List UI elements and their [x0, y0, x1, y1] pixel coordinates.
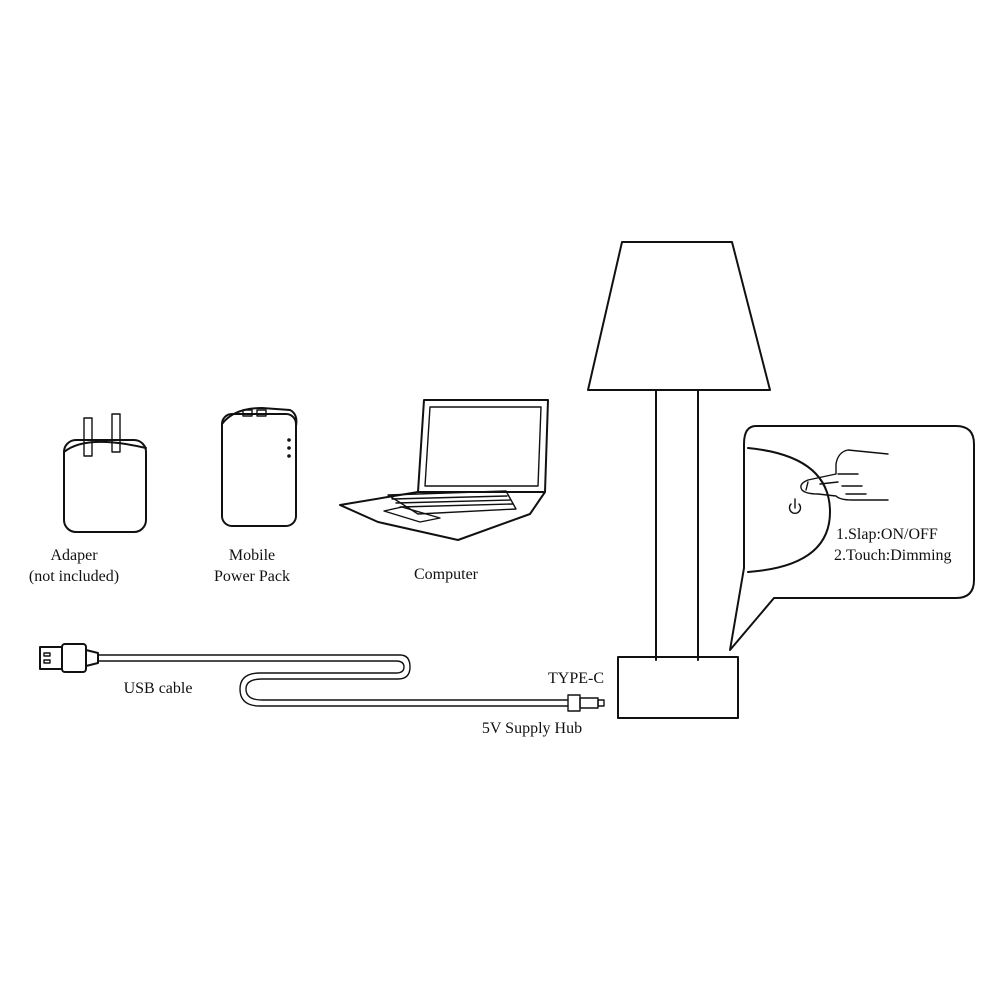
adapter-label-line2: (not included) — [28, 568, 120, 585]
power-icon — [788, 498, 802, 514]
type-c-label: TYPE-C — [548, 670, 604, 687]
lamp-icon — [587, 241, 771, 719]
usb-cable — [39, 643, 605, 712]
power-pack-label-line2: Power Pack — [214, 568, 290, 585]
control-instruction-1: 1.Slap:ON/OFF — [836, 526, 938, 543]
power-bank-icon — [221, 407, 298, 527]
usb-cable-label: USB cable — [123, 680, 193, 697]
supply-hub-label: 5V Supply Hub — [481, 720, 583, 737]
adapter-label-line1: Adaper — [50, 547, 98, 564]
adapter-icon — [63, 413, 147, 533]
finger-icon — [800, 449, 889, 501]
control-callout — [729, 425, 975, 651]
power-pack-label-line1: Mobile — [228, 547, 276, 564]
usb-plug-icon — [39, 643, 99, 673]
control-instruction-2: 2.Touch:Dimming — [834, 547, 952, 564]
computer-label: Computer — [414, 566, 478, 583]
laptop-icon — [339, 399, 549, 541]
